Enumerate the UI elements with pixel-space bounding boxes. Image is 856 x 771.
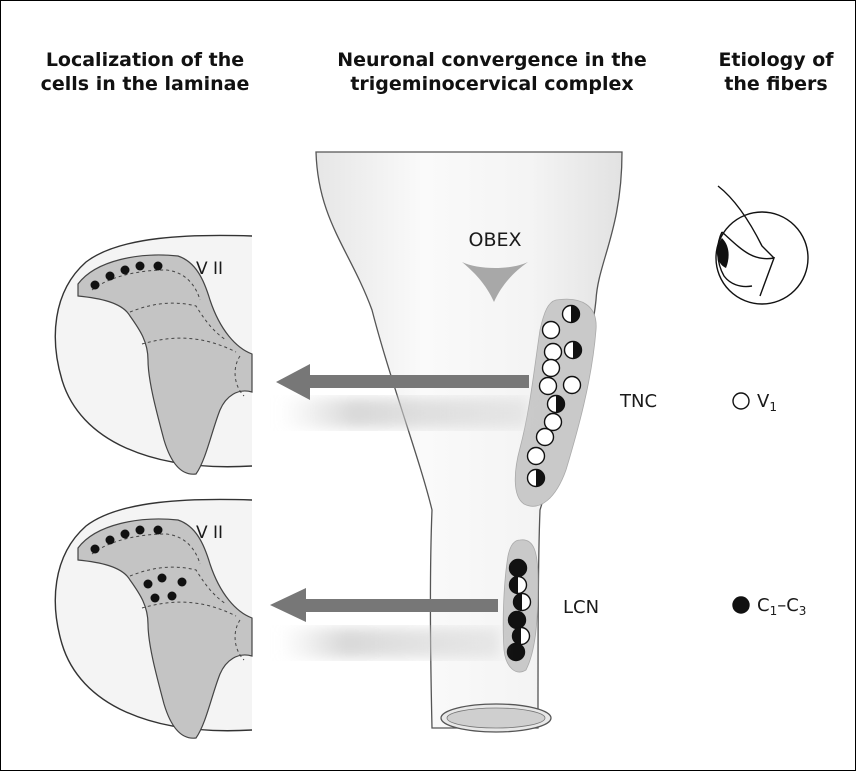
half-filled-circle-icon [563,306,580,323]
open-circle-icon [543,360,560,377]
svg-text:V1: V1 [757,391,777,414]
half-filled-circle-icon [514,594,531,611]
open-circle-icon [545,344,562,361]
legend-open-circle: V1 [733,391,777,414]
legend-v-label: V [757,391,770,412]
legend-c-label: C [757,595,770,616]
half-filled-circle-icon [528,470,545,487]
open-circle-icon [537,429,554,446]
lcn-label: LCN [563,597,599,618]
obex-label: OBEX [468,229,521,251]
legend-filled-circle: C1–C3 [733,595,806,618]
open-circle-icon [733,393,749,409]
lamina-label-top: V II [196,259,223,279]
lamina-label-bottom: V II [196,523,223,543]
half-filled-circle-icon [548,396,565,413]
half-filled-circle-icon [565,342,582,359]
open-circle-icon [528,448,545,465]
legend-v-subscript: 1 [769,400,777,414]
half-filled-circle-icon [513,628,530,645]
legend-c-subscript-2: 3 [799,604,807,618]
svg-text:C1–C3: C1–C3 [757,595,806,618]
eye-icon [716,186,808,304]
filled-circle-icon [510,560,527,577]
filled-circle-icon [508,644,525,661]
open-circle-icon [545,414,562,431]
open-circle-icon [543,322,560,339]
half-filled-circle-icon [510,577,527,594]
open-circle-icon [540,378,557,395]
filled-circle-icon [733,597,749,613]
filled-circle-icon [509,612,526,629]
open-circle-icon [564,377,581,394]
legend-c-subscript-1: 1 [770,604,778,618]
legend-c-dash: –C [777,595,799,616]
tnc-label: TNC [619,391,657,412]
